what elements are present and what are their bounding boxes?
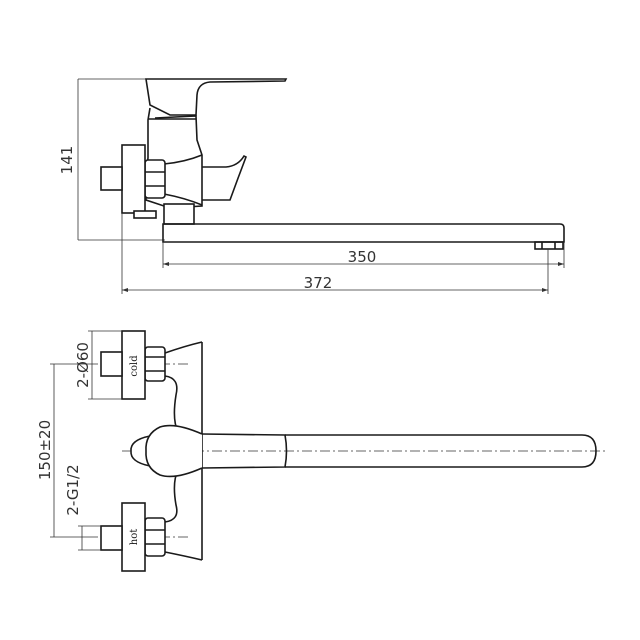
spout-top: [285, 434, 597, 468]
thread-label: 2-G1/2: [64, 464, 82, 515]
wall-flange: [121, 144, 146, 214]
spout-neck: [163, 203, 195, 225]
overall-length-label: 372: [304, 274, 333, 292]
clip: [133, 210, 157, 219]
hot-stub: [100, 525, 123, 551]
handle-body: [145, 424, 203, 478]
diverter-knob: [202, 154, 248, 201]
cold-inlet: cold: [100, 330, 203, 433]
hot-hex-nut: [144, 517, 166, 557]
flange-diameter-label: 2-Ø60: [74, 342, 92, 388]
hot-label: hot: [129, 529, 140, 545]
cold-label: cold: [129, 355, 140, 377]
side-view: 141 350: [58, 78, 565, 294]
hot-inlet: hot: [100, 469, 203, 572]
aerator: [534, 241, 564, 250]
spout: [162, 223, 565, 243]
cold-hex-nut: [144, 346, 166, 382]
inlet-stub: [100, 166, 123, 191]
hex-nut: [144, 159, 166, 199]
cold-stub: [100, 351, 123, 377]
lever-handle: [145, 78, 288, 116]
dimension-height: 141: [58, 146, 76, 175]
inlet-spacing-label: 150±20: [36, 420, 54, 480]
height-label: 141: [58, 146, 76, 175]
handle-cap: [130, 435, 151, 467]
spout-length-label: 350: [348, 248, 377, 266]
top-view: cold hot 2-Ø60 150±20: [36, 330, 605, 572]
